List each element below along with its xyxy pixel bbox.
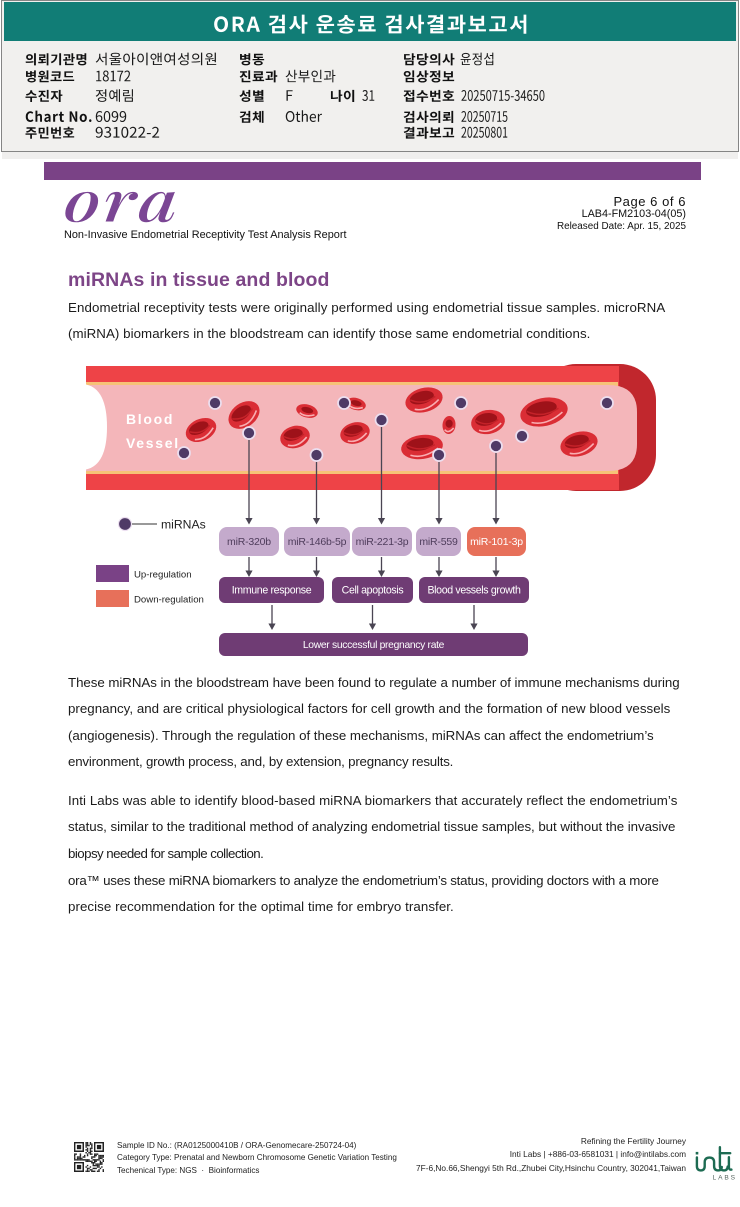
- svg-text:Up-regulation: Up-regulation: [134, 570, 192, 581]
- svg-text:Blood vessels growth: Blood vessels growth: [427, 585, 521, 597]
- svg-text:Cell apoptosis: Cell apoptosis: [342, 585, 404, 597]
- svg-text:miRNAs: miRNAs: [161, 518, 206, 532]
- svg-text:miR-101-3p: miR-101-3p: [470, 536, 523, 548]
- svg-text:Lower successful pregnancy rat: Lower successful pregnancy rate: [303, 640, 445, 651]
- svg-text:LABS: LABS: [713, 1175, 737, 1182]
- svg-text:Down-regulation: Down-regulation: [134, 595, 204, 606]
- svg-text:miR-221-3p: miR-221-3p: [356, 536, 409, 548]
- svg-text:Vessel: Vessel: [126, 435, 180, 451]
- svg-text:Blood: Blood: [126, 411, 174, 427]
- svg-text:miR-320b: miR-320b: [227, 536, 271, 548]
- svg-text:Immune response: Immune response: [232, 585, 312, 597]
- svg-text:miR-146b-5p: miR-146b-5p: [288, 536, 347, 548]
- svg-text:miR-559: miR-559: [419, 536, 458, 548]
